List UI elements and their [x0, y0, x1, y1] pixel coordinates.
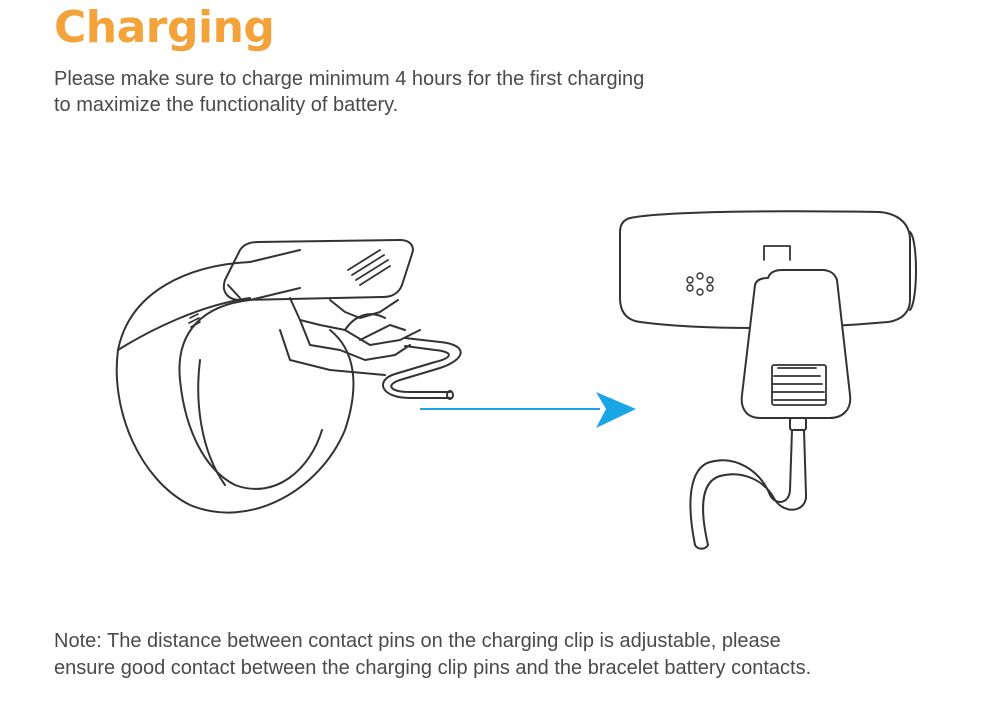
- clip-top-plate: [222, 239, 414, 301]
- closeup-grip-lines: [771, 364, 827, 406]
- note-text: Note: The distance between contact pins …: [54, 628, 954, 682]
- intro-line-1: Please make sure to charge minimum 4 hou…: [54, 68, 645, 90]
- bracelet-logo-icon: [188, 313, 201, 328]
- clip-grip-lines: [347, 249, 391, 286]
- direction-arrow: [420, 392, 636, 428]
- intro-line-2: to maximize the functionality of battery…: [54, 94, 399, 116]
- clip-cable: [390, 337, 462, 393]
- cable-connector: [789, 417, 807, 431]
- note-line-2: ensure good contact between the charging…: [54, 657, 812, 679]
- attached-clip: [740, 269, 852, 419]
- intro-text: Please make sure to charge minimum 4 hou…: [54, 66, 774, 118]
- bracelet-body: [619, 210, 911, 329]
- page-title: Charging: [54, 2, 275, 53]
- clip-body: [289, 297, 421, 346]
- bracelet-band: [115, 261, 355, 514]
- speaker-holes-icon: [686, 272, 714, 296]
- bracelet-with-clip-figure: [115, 239, 462, 514]
- clip-closeup-figure: [619, 210, 917, 550]
- closeup-cable: [689, 429, 793, 546]
- note-line-1: Note: The distance between contact pins …: [54, 630, 781, 652]
